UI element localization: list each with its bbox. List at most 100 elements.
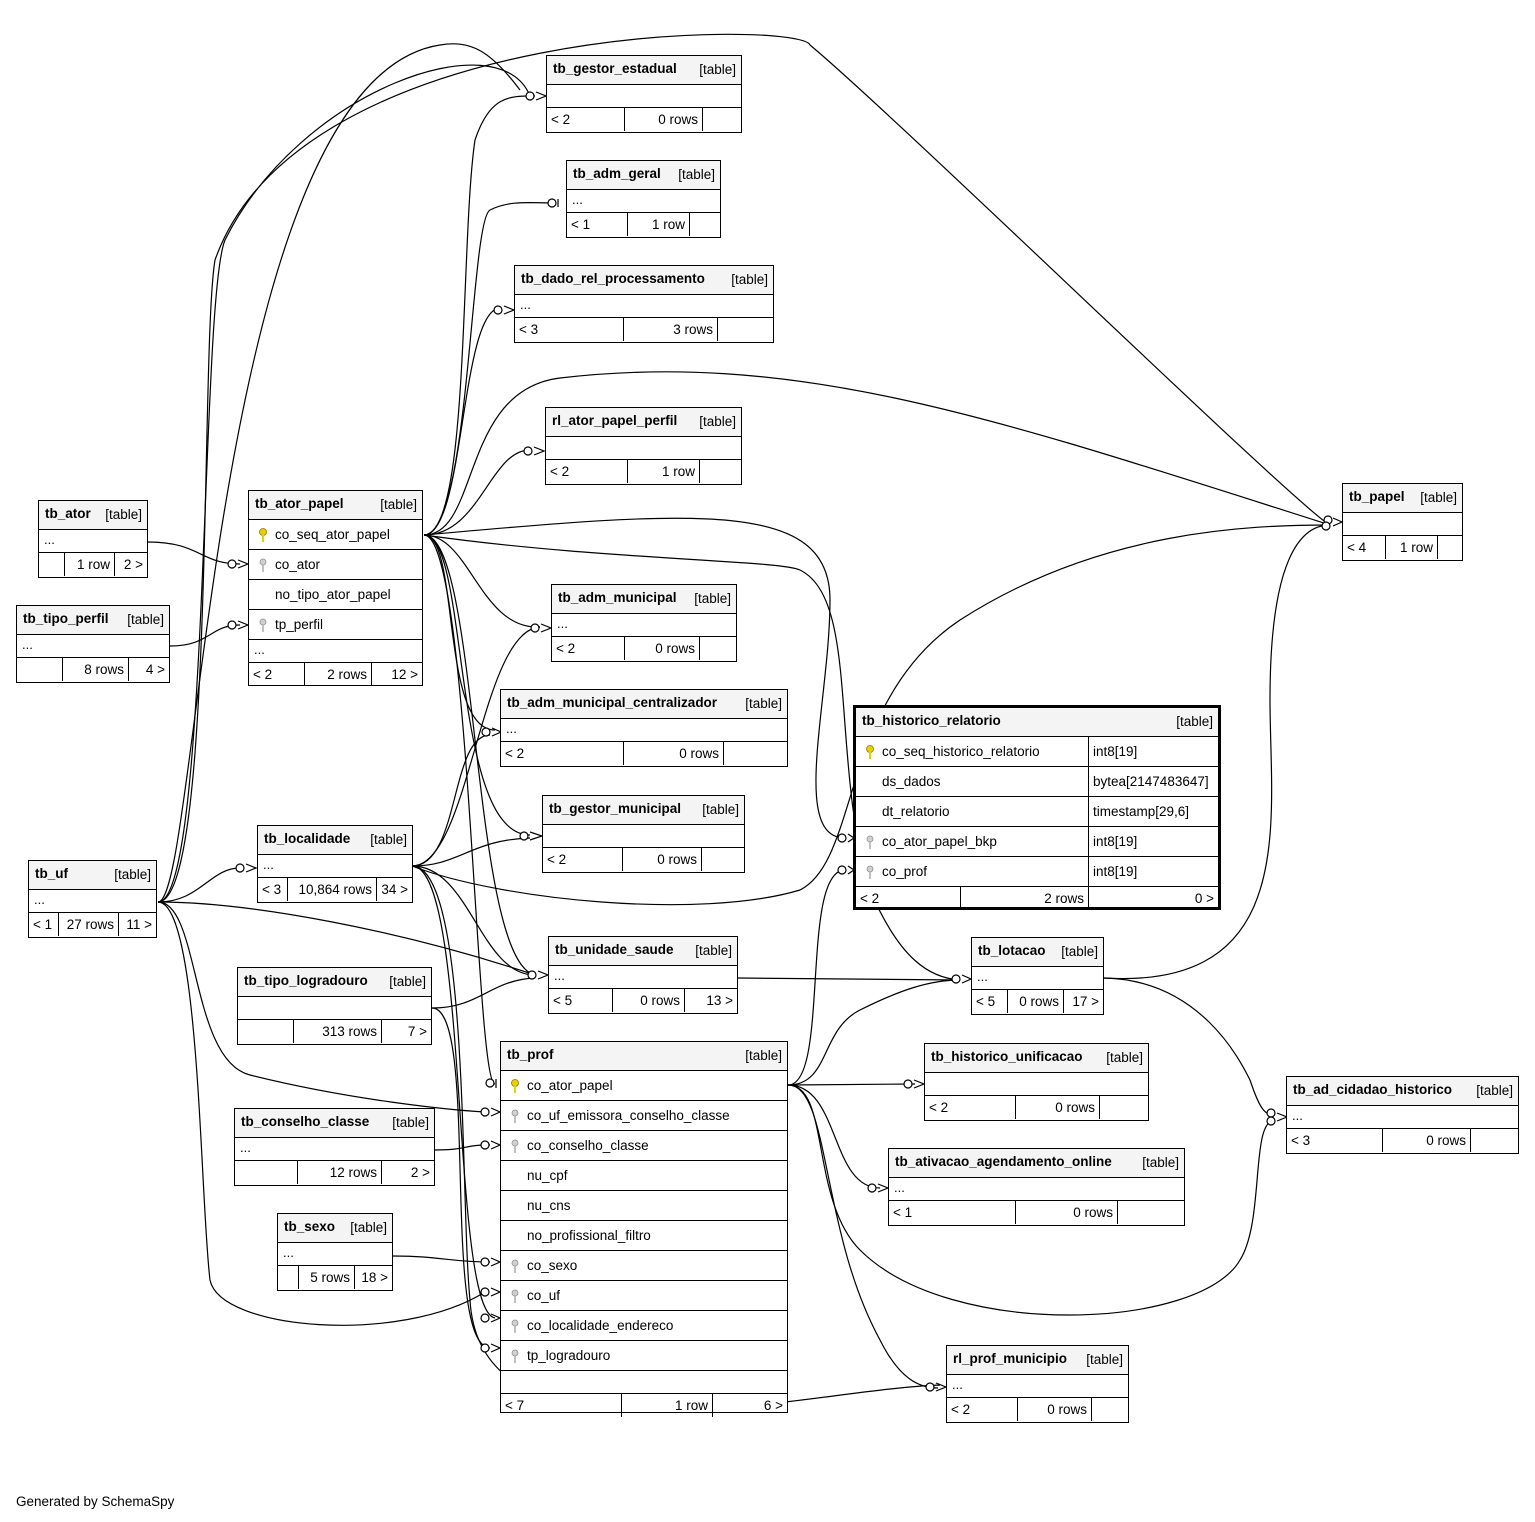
table-tb-dado-rel-processamento[interactable]: tb_dado_rel_processamento[table] ... < 3… bbox=[514, 265, 774, 343]
children-link[interactable]: 2 > bbox=[381, 1161, 434, 1184]
table-tb-adm-municipal-centralizador[interactable]: tb_adm_municipal_centralizador[table] ..… bbox=[500, 689, 788, 767]
children-link[interactable] bbox=[699, 460, 741, 483]
parents-link[interactable] bbox=[39, 553, 64, 576]
table-tb-tipo-logradouro[interactable]: tb_tipo_logradouro[table] 313 rows 7 > bbox=[237, 967, 432, 1045]
table-name: tb_prof bbox=[507, 1047, 554, 1062]
children-link[interactable]: 13 > bbox=[684, 989, 737, 1012]
parents-link[interactable]: < 3 bbox=[519, 322, 539, 337]
table-tb-prof[interactable]: tb_prof[table] co_ator_papel co_uf_emiss… bbox=[500, 1041, 788, 1417]
rel-localidade-admmuncentral bbox=[411, 734, 491, 867]
children-link[interactable]: 4 > bbox=[128, 658, 169, 681]
parents-link[interactable]: < 2 bbox=[505, 746, 525, 761]
table-footer: < 2 2 rows 12 > bbox=[249, 663, 422, 686]
row-count: 0 rows bbox=[624, 108, 702, 131]
table-name: tb_tipo_perfil bbox=[23, 611, 109, 626]
parents-link[interactable]: < 2 bbox=[547, 852, 567, 867]
table-name: tb_adm_municipal_centralizador bbox=[507, 695, 718, 710]
parents-link[interactable]: < 3 bbox=[1291, 1133, 1311, 1148]
table-tb-unidade-saude[interactable]: tb_unidade_saude[table] ... < 5 0 rows 1… bbox=[548, 936, 738, 1014]
table-tb-historico-relatorio[interactable]: tb_historico_relatorio[table] co_seq_his… bbox=[853, 705, 1221, 910]
column-row: nu_cpf bbox=[501, 1161, 787, 1191]
parents-link[interactable]: < 3 bbox=[262, 882, 282, 897]
table-footer: < 4 1 row bbox=[1343, 536, 1462, 559]
children-link[interactable]: 2 > bbox=[114, 553, 147, 576]
row-count: 1 row bbox=[621, 1394, 712, 1417]
parents-link[interactable]: < 2 bbox=[951, 1402, 971, 1417]
children-link[interactable]: 12 > bbox=[371, 663, 422, 686]
table-tb-conselho-classe[interactable]: tb_conselho_classe[table] ... 12 rows 2 … bbox=[234, 1108, 435, 1186]
parents-link[interactable]: < 2 bbox=[551, 112, 571, 127]
table-tb-lotacao[interactable]: tb_lotacao[table] ... < 5 0 rows 17 > bbox=[971, 937, 1104, 1015]
children-link[interactable] bbox=[1470, 1129, 1518, 1152]
children-link[interactable]: 18 > bbox=[354, 1266, 392, 1289]
column-name: co_seq_ator_papel bbox=[275, 527, 390, 542]
table-rl-prof-municipio[interactable]: rl_prof_municipio[table] ... < 2 0 rows bbox=[946, 1345, 1129, 1423]
rel-atorpapel-admmuncentral bbox=[423, 534, 496, 731]
parents-link[interactable]: < 1 bbox=[33, 917, 53, 932]
table-type: [table] bbox=[702, 802, 739, 817]
table-name: tb_adm_municipal bbox=[558, 590, 677, 605]
children-link[interactable] bbox=[723, 742, 787, 765]
parents-link[interactable] bbox=[278, 1266, 298, 1289]
parents-link[interactable]: < 2 bbox=[929, 1100, 949, 1115]
children-link[interactable] bbox=[699, 637, 736, 660]
table-body bbox=[501, 1371, 787, 1394]
table-rl-ator-papel-perfil[interactable]: rl_ator_papel_perfil[table] < 2 1 row bbox=[545, 407, 742, 485]
parents-link[interactable]: < 5 bbox=[553, 993, 573, 1008]
children-link[interactable]: 0 > bbox=[1088, 887, 1218, 910]
children-link[interactable]: 11 > bbox=[118, 913, 156, 936]
parents-link[interactable]: < 2 bbox=[860, 891, 880, 906]
rel-uf-papel bbox=[157, 33, 1331, 903]
table-tb-sexo[interactable]: tb_sexo[table] ... 5 rows 18 > bbox=[277, 1213, 393, 1291]
table-tb-localidade[interactable]: tb_localidade[table] ... < 3 10,864 rows… bbox=[257, 825, 413, 903]
table-type: [table] bbox=[389, 974, 426, 989]
children-link[interactable]: 6 > bbox=[712, 1394, 787, 1417]
table-tb-ator[interactable]: tb_ator[table] ... 1 row 2 > bbox=[38, 500, 148, 578]
table-tb-gestor-municipal[interactable]: tb_gestor_municipal[table] < 2 0 rows bbox=[542, 795, 745, 873]
table-tb-papel[interactable]: tb_papel[table] < 4 1 row bbox=[1342, 483, 1463, 561]
rel-atorpapel-unidadesaude bbox=[423, 534, 536, 976]
table-body bbox=[547, 85, 741, 108]
children-link[interactable] bbox=[717, 318, 773, 341]
parents-link[interactable]: < 1 bbox=[893, 1205, 913, 1220]
children-link[interactable] bbox=[702, 108, 741, 131]
table-name: tb_tipo_logradouro bbox=[244, 973, 368, 988]
table-tb-ativacao-agendamento-online[interactable]: tb_ativacao_agendamento_online[table] ..… bbox=[888, 1148, 1185, 1226]
children-link[interactable] bbox=[1099, 1096, 1148, 1119]
column-type: timestamp[29,6] bbox=[1088, 797, 1218, 826]
table-tb-ad-cidadao-historico[interactable]: tb_ad_cidadao_historico[table] ... < 3 0… bbox=[1286, 1076, 1519, 1154]
table-name: tb_uf bbox=[35, 866, 68, 881]
table-tb-ator-papel[interactable]: tb_ator_papel[table] co_seq_ator_papel c… bbox=[248, 490, 423, 686]
parents-link[interactable]: < 7 bbox=[505, 1398, 525, 1413]
table-type: [table] bbox=[678, 167, 715, 182]
table-tb-gestor-estadual[interactable]: tb_gestor_estadual[table] < 2 0 rows bbox=[546, 55, 742, 133]
table-tb-adm-geral[interactable]: tb_adm_geral[table] ... < 1 1 row bbox=[566, 160, 721, 238]
table-body: ... bbox=[278, 1243, 392, 1266]
parents-link[interactable]: < 2 bbox=[556, 641, 576, 656]
children-link[interactable] bbox=[701, 848, 744, 871]
children-link[interactable] bbox=[1117, 1201, 1184, 1224]
table-tb-adm-municipal[interactable]: tb_adm_municipal[table] ... < 2 0 rows bbox=[551, 584, 737, 662]
children-link[interactable]: 34 > bbox=[376, 878, 412, 901]
table-footer: < 1 27 rows 11 > bbox=[29, 913, 156, 936]
parents-link[interactable]: < 2 bbox=[550, 464, 570, 479]
table-tb-historico-unificacao[interactable]: tb_historico_unificacao[table] < 2 0 row… bbox=[924, 1043, 1149, 1121]
children-link[interactable] bbox=[1091, 1398, 1128, 1421]
parents-link[interactable] bbox=[17, 658, 62, 681]
children-link[interactable] bbox=[689, 213, 720, 236]
parents-link[interactable]: < 5 bbox=[976, 994, 996, 1009]
children-link[interactable] bbox=[1437, 536, 1462, 559]
table-tb-uf[interactable]: tb_uf[table] ... < 1 27 rows 11 > bbox=[28, 860, 157, 938]
rel-uf-prof-couf bbox=[157, 901, 486, 1326]
table-type: [table] bbox=[745, 1048, 782, 1063]
table-tb-tipo-perfil[interactable]: tb_tipo_perfil[table] ... 8 rows 4 > bbox=[16, 605, 170, 683]
table-type: [table] bbox=[1476, 1083, 1513, 1098]
parents-link[interactable] bbox=[235, 1161, 297, 1184]
parents-link[interactable]: < 2 bbox=[253, 667, 273, 682]
children-link[interactable]: 17 > bbox=[1063, 990, 1103, 1013]
parents-link[interactable] bbox=[238, 1020, 293, 1043]
parents-link[interactable]: < 1 bbox=[571, 217, 591, 232]
children-link[interactable]: 7 > bbox=[381, 1020, 431, 1043]
parents-link[interactable]: < 4 bbox=[1347, 540, 1367, 555]
row-count: 1 row bbox=[1385, 536, 1437, 559]
